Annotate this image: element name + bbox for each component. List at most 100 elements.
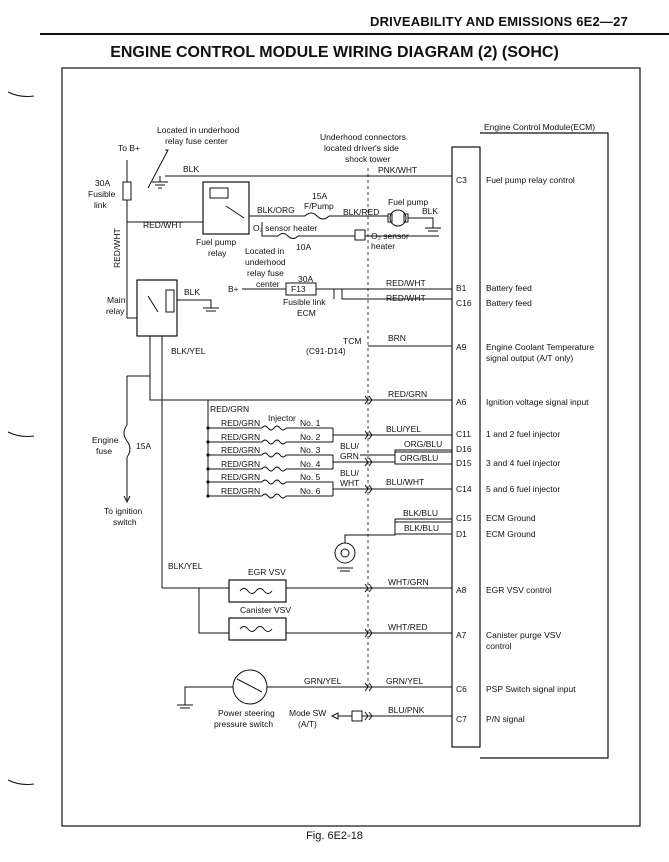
injector-label: Injector [268,413,296,423]
engine-fuse-label: 15A [136,441,151,451]
engine-fuse-symbol [123,424,131,458]
canister-vsv-label: Canister VSV [240,605,291,615]
fusible-link-label: link [94,200,108,210]
wire-label: BLU/ [340,441,360,451]
o2-sensor-label: heater [371,241,395,251]
diagram-title: ENGINE CONTROL MODULE WIRING DIAGRAM (2)… [110,44,559,61]
ps-switch-label: Power steering [218,708,275,718]
label-underhood-connectors: located driver's side [324,143,399,153]
injector-number-label: No. 3 [300,445,321,455]
ecm-pin-description: ECM Ground [486,513,536,523]
injector-number-label: No. 6 [300,486,321,496]
injector-bank: RED/GRN No. 1 RED/GRN No. 2 RED/GRN No. 3 RED/… [206,418,333,499]
wire-label: RED/WHT [386,278,426,288]
ecm-pin-description: 5 and 6 fuel injector [486,484,560,494]
fusible-link-label: 30A [95,178,110,188]
injector-wire-label: RED/GRN [221,486,260,496]
mode-sw-label: Mode SW [289,708,326,718]
ecm-pin-id: D15 [456,458,472,468]
loc-relay-label: underhood [245,257,286,267]
fuel-pump-relay [202,181,250,235]
fuse-label: 10A [296,242,311,252]
wire-label: GRN [340,451,359,461]
ecm-title: Engine Control Module(ECM) [484,122,595,132]
ecm-pin-description: Ignition voltage signal input [486,397,589,407]
wire-label: BLU/PNK [388,705,425,715]
fusible-link-label: 30A [298,274,313,284]
label-underhood-connectors: Underhood connectors [320,132,406,142]
ecm-pin-description: EGR VSV control [486,585,552,595]
ecm-pin-id: A6 [456,397,467,407]
ecm-pin-description: PSP Switch signal input [486,684,576,694]
margin-mark [7,431,35,437]
ecm-pin-description: control [486,641,512,651]
tcm-label: (C91-D14) [306,346,346,356]
tcm-label: TCM [343,336,361,346]
wire-label: BLU/ [340,468,360,478]
ecm-pin-id: B1 [456,283,467,293]
injector-wire-label: RED/GRN [221,472,260,482]
ecm-pin-id: C15 [456,513,472,523]
relay-coil [209,187,229,199]
injector-number-label: No. 1 [300,418,321,428]
fuse-symbol [277,233,299,239]
header-rule [40,33,669,35]
fp-relay-label: Fuel pump [196,237,236,247]
ecm-pin-id: C14 [456,484,472,494]
ecm-pin-description: Canister purge VSV [486,630,561,640]
loc-relay-label: center [256,279,280,289]
main-relay-label: Main [107,295,126,305]
canister-vsv [228,617,287,641]
ecm-pin-id: D1 [456,529,467,539]
wire-label: ORG/BLU [404,439,442,449]
ecm-pin-description: Engine Coolant Temperature [486,342,594,352]
wire-label: BLK/YEL [171,346,206,356]
wire-label: RED/GRN [210,404,249,414]
ecm-pin-description: Battery feed [486,298,532,308]
fuse-symbol [304,212,330,220]
ecm-pin-id: C16 [456,298,472,308]
fp-relay-label: relay [208,248,227,258]
injector-number-label: No. 4 [300,459,321,469]
ecm-box [480,132,609,759]
injector-wire-label: RED/GRN [221,432,260,442]
label-located-underhood: relay fuse center [165,136,228,146]
wire-label: GRN/YEL [304,676,342,686]
loc-relay-label: Located in [245,246,284,256]
wire-label: BLK [184,287,200,297]
wire-label: BLU/WHT [386,477,424,487]
injector-number-label: No. 5 [300,472,321,482]
margin-mark [7,91,35,97]
wire-label: ORG/BLU [400,453,438,463]
wire-label: BRN [388,333,406,343]
wire-label: RED/WHT [112,228,122,268]
ps-pressure-switch [232,669,268,705]
egr-vsv [228,579,287,603]
loc-relay-label: relay fuse [247,268,284,278]
fusible-link-label: Fusible [88,189,116,199]
ecm-pin-id: A8 [456,585,467,595]
main-relay [136,279,178,337]
ecm-pin-id: A9 [456,342,467,352]
margin-mark [7,779,35,785]
injector-wire-label: RED/GRN [221,445,260,455]
ecm-pin-id: C6 [456,684,467,694]
label-underhood-connectors: shock tower [345,154,391,164]
ecm-pin-description: 1 and 2 fuel injector [486,429,560,439]
ecm-pin-description: P/N signal [486,714,525,724]
engine-fuse-label: Engine [92,435,119,445]
relay-coil [165,289,175,313]
connector-break-marks [364,395,373,721]
label-to-b-plus: To B+ [118,143,140,153]
fuel-pump-motor [389,209,407,227]
injector-number-label: No. 2 [300,432,321,442]
wire-label: BLK/BLU [404,523,439,533]
wire-label: PNK/WHT [378,165,417,175]
diagram-frame [61,67,641,827]
ecm-pin-id: C3 [456,175,467,185]
wire-label: GRN/YEL [386,676,424,686]
wire-label: WHT/RED [388,622,428,632]
o2-heater-label: O₂ sensor heater [253,223,317,233]
fusible-ecm-label: Fusible link [283,297,326,307]
